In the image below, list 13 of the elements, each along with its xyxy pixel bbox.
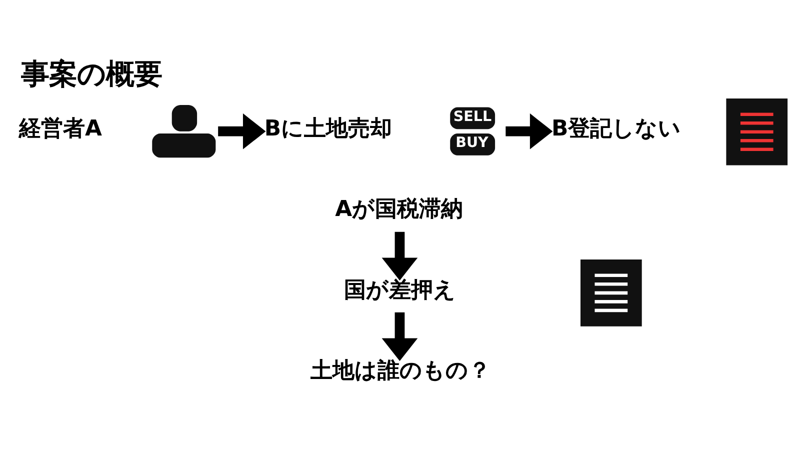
arrow (382, 232, 418, 280)
arrow (506, 113, 553, 150)
node-text: 土地は誰のもの？ (310, 358, 490, 384)
node-picture (580, 260, 642, 326)
diagram-title: 事案の概要 (21, 57, 162, 90)
node-text: 経営者A (19, 116, 102, 142)
node-text: B登記しない (551, 116, 682, 142)
arrow (218, 113, 266, 150)
node-text: 国が差押え (344, 278, 456, 303)
arrow (382, 312, 418, 361)
node-text: Bに土地売却 (264, 116, 392, 142)
node-picture (726, 98, 788, 166)
node-text: Aが国税滞納 (335, 197, 464, 222)
